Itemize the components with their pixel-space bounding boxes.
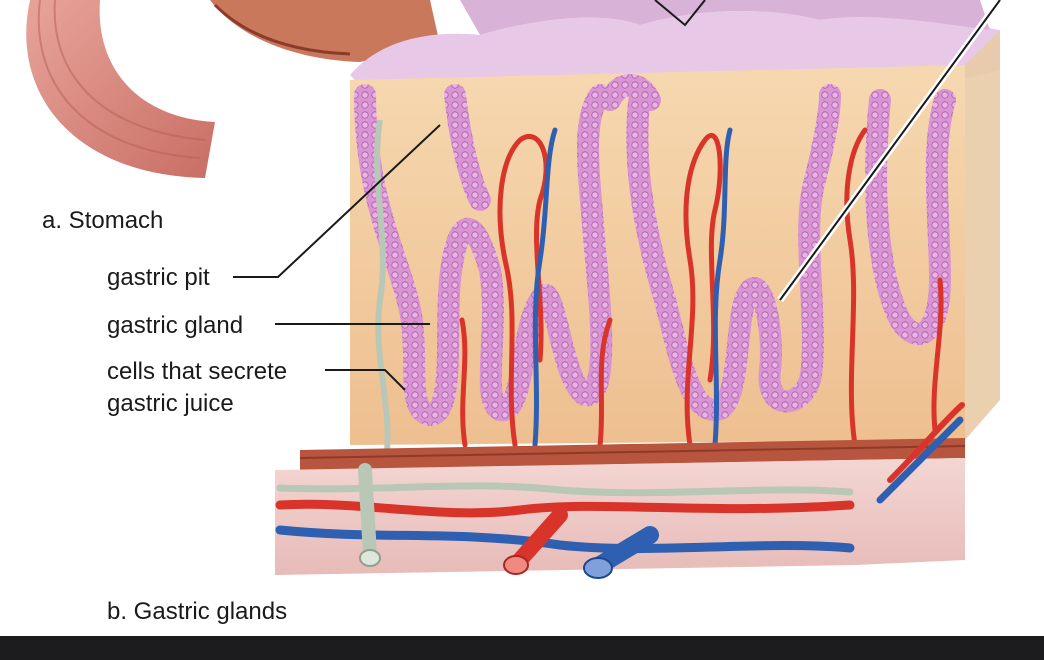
leader-gastric-pit [233, 124, 441, 278]
gastric-pit-label: gastric pit [107, 264, 210, 291]
lymph-vessel [374, 119, 391, 471]
gastric-glands-illustration [26, 0, 1001, 579]
gastric-gland-label: gastric gland [107, 312, 244, 339]
leader-cells [325, 369, 406, 391]
submucosa-vessels [275, 402, 965, 574]
callout-pointer-top [654, 0, 706, 27]
stomach-label: a. Stomach [42, 207, 164, 234]
stomach-drawing [26, 0, 440, 178]
cells-label-line2: gastric juice [107, 390, 234, 417]
bottom-bar [0, 636, 1044, 660]
muscularis-mucosae [300, 438, 965, 470]
gastric-glands-caption: b. Gastric glands [107, 598, 288, 625]
leader-lines [233, 124, 441, 391]
gastric-glands [354, 74, 956, 426]
mucosa-surface [350, 0, 1000, 85]
capillaries [459, 127, 944, 448]
cells-label-line1: cells that secrete [107, 358, 288, 385]
callout-pointer-right [779, 0, 1001, 301]
